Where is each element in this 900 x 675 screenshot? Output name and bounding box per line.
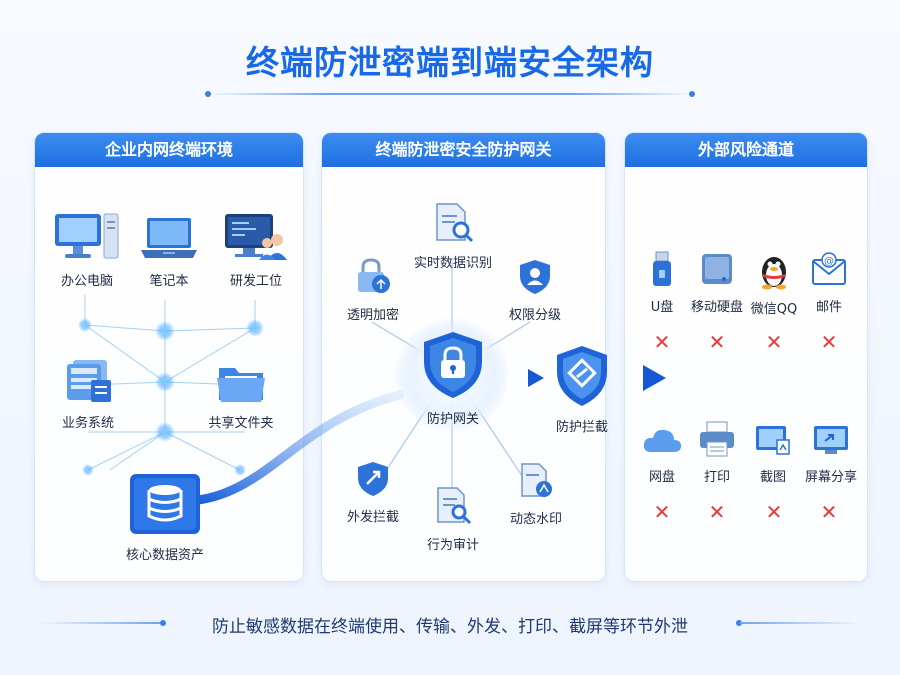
folder-icon [215,362,267,408]
blocked-x-icon: ✕ [820,330,838,354]
blocked-x-icon: ✕ [765,330,783,354]
node-behavior-audit: 行为审计 [420,486,486,553]
document-search-icon [431,202,475,248]
node-external-hdd: 移动硬盘 [688,250,746,315]
footer-divider-right [740,622,860,624]
node-print: 打印 [694,420,740,485]
label-screen-share: 屏幕分享 [804,470,857,485]
node-screen-share: 屏幕分享 [800,422,862,485]
node-business-system: 业务系统 [52,358,124,431]
node-screenshot: 截图 [750,422,796,485]
panel-external-risk-title: 外部风险通道 [625,133,867,167]
node-core-data-asset: 核心数据资产 [112,472,218,563]
external-hard-drive-icon [698,250,736,292]
node-realtime-data-recognition: 实时数据识别 [407,202,499,271]
label-rd-workstation: 研发工位 [229,274,282,289]
label-email: 邮件 [815,300,842,315]
cloud-icon [641,424,683,462]
label-business-system: 业务系统 [61,416,114,431]
blocked-x-icon: ✕ [653,500,671,524]
svg-text:@: @ [824,256,834,267]
blocked-x-icon: ✕ [653,330,671,354]
node-protection-block: 防护拦截 [545,344,619,435]
node-dynamic-watermark: 动态水印 [503,462,569,527]
label-protection-gateway: 防护网关 [426,412,479,427]
label-realtime-data-recognition: 实时数据识别 [413,256,492,271]
footer-caption: 防止敏感数据在终端使用、传输、外发、打印、截屏等环节外泄 [212,617,688,637]
business-system-icon [61,358,115,408]
label-usb-drive: U盘 [650,300,674,315]
blocked-x-icon: ✕ [765,500,783,524]
node-office-pc: 办公电脑 [52,210,122,289]
node-usb-drive: U盘 [640,250,684,315]
label-office-pc: 办公电脑 [60,274,113,289]
label-print: 打印 [703,470,730,485]
node-rd-workstation: 研发工位 [220,210,292,289]
node-laptop: 笔记本 [135,214,203,289]
footer-divider-left [40,622,160,624]
blocked-x-icon: ✕ [708,330,726,354]
label-transparent-encryption: 透明加密 [346,308,399,323]
panel-internal-network-title: 企业内网终端环境 [35,133,303,167]
label-laptop: 笔记本 [149,274,189,289]
label-protection-block: 防护拦截 [555,420,608,435]
label-external-hdd: 移动硬盘 [690,300,743,315]
blocked-x-icon: ✕ [708,500,726,524]
developer-workstation-icon [221,210,291,266]
label-shared-folder: 共享文件夹 [208,416,274,431]
node-shared-folder: 共享文件夹 [200,362,282,431]
printer-icon [697,420,737,462]
footer-dot-left [160,620,166,626]
node-permission-level: 权限分级 [500,258,570,323]
node-protection-gateway: 防护网关 [407,330,499,427]
footer-dot-right [736,620,742,626]
label-core-data-asset: 核心数据资产 [125,548,204,563]
shield-lock-icon [420,330,486,404]
label-behavior-audit: 行为审计 [426,538,479,553]
label-wechat-qq: 微信QQ [750,302,798,317]
usb-drive-icon [650,250,674,292]
label-permission-level: 权限分级 [508,308,561,323]
node-transparent-encryption: 透明加密 [338,258,408,323]
laptop-icon [137,214,201,266]
label-dynamic-watermark: 动态水印 [509,512,562,527]
panel-security-gateway-title: 终端防泄密安全防护网关 [322,133,605,167]
node-email: @ 邮件 [808,250,850,315]
audit-search-icon [433,486,473,530]
node-wechat-qq: 微信QQ [745,250,803,317]
lock-encryption-icon [353,258,393,300]
shield-outbound-block-icon [355,460,391,502]
watermark-document-icon [517,462,555,504]
email-icon: @ [810,250,848,292]
database-icon [128,472,202,540]
qq-penguin-icon [757,250,791,294]
panel-external-risk: 外部风险通道 [624,132,868,582]
node-outbound-block: 外发拦截 [340,460,406,525]
page-title: 终端防泄密端到端安全架构 [246,43,654,82]
screen-share-icon [811,422,851,462]
desktop-computer-icon [53,210,121,266]
shield-block-icon [553,344,611,412]
label-cloud-drive: 网盘 [648,470,675,485]
title-divider [205,91,695,97]
blocked-x-icon: ✕ [820,500,838,524]
label-screenshot: 截图 [759,470,786,485]
screenshot-icon [753,422,793,462]
node-cloud-drive: 网盘 [638,424,686,485]
label-outbound-block: 外发拦截 [346,510,399,525]
user-shield-icon [516,258,554,300]
